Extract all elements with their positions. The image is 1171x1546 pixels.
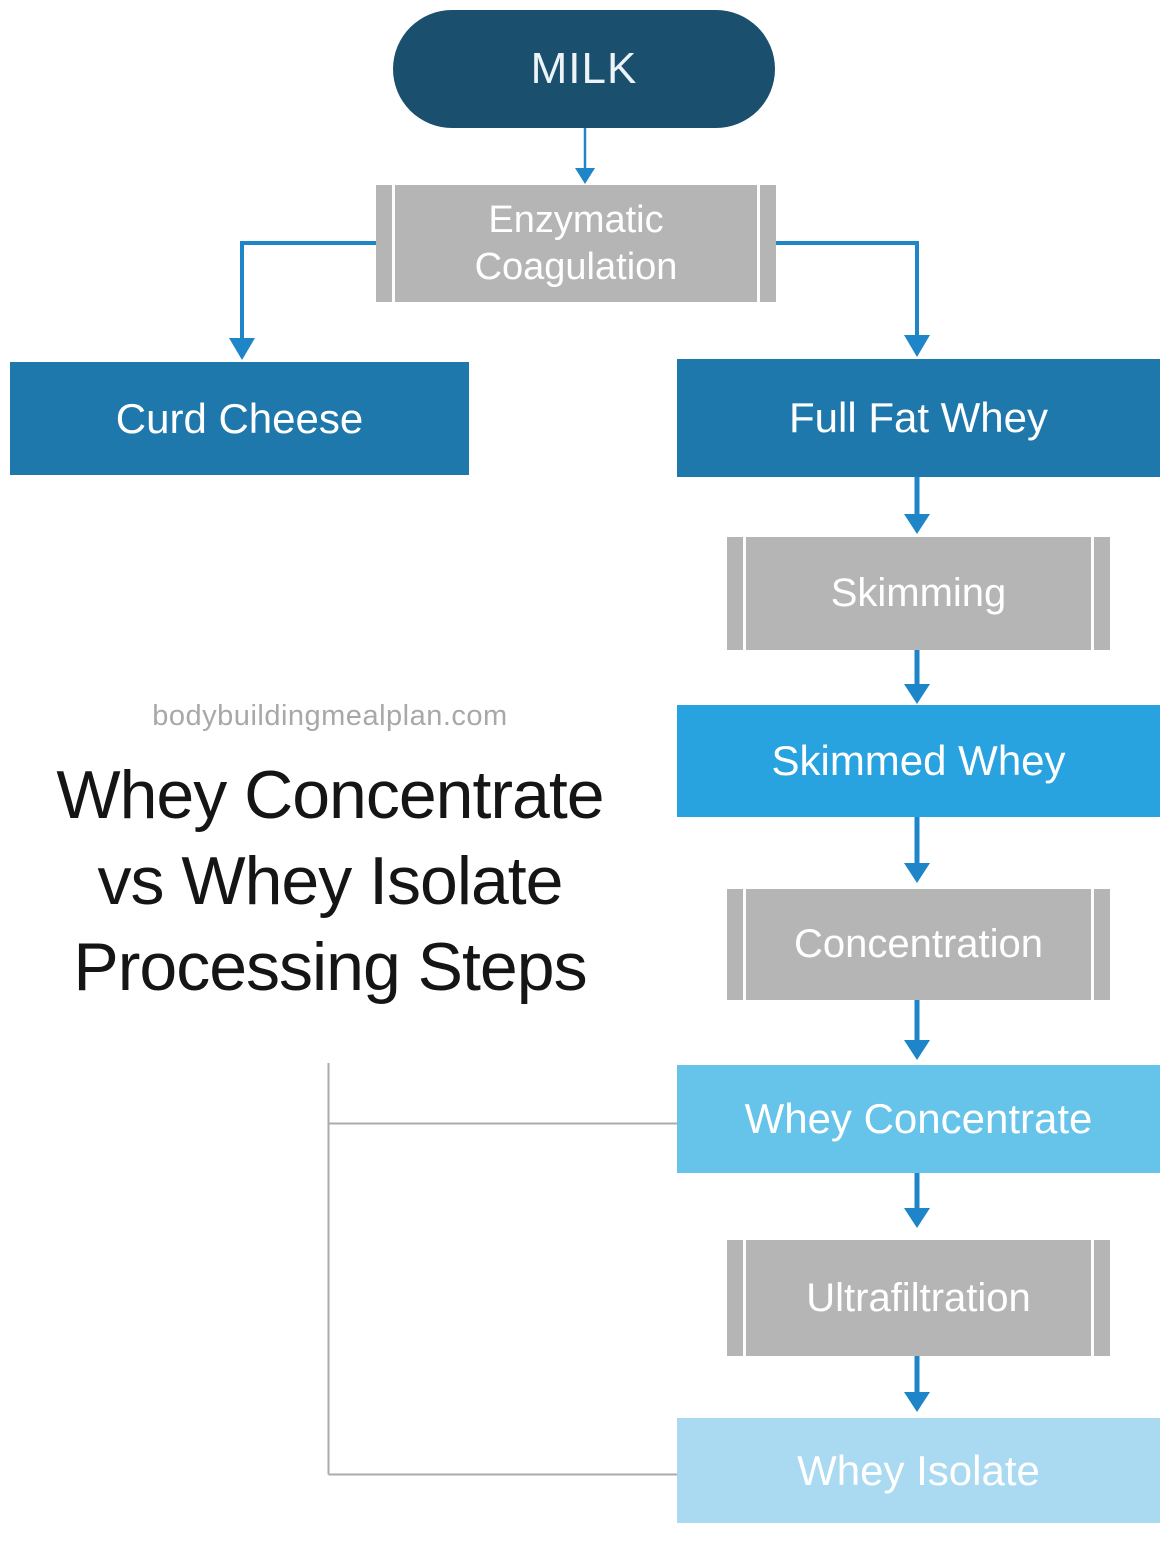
arrow-full-fat-whey-to-skimming <box>904 477 930 534</box>
arrow-milk-to-coagulation <box>575 128 595 184</box>
node-whey-concentrate: Whey Concentrate <box>677 1065 1160 1173</box>
arrow-concentration-to-whey-concentrate <box>904 1000 930 1060</box>
node-milk: MILK <box>393 10 775 128</box>
node-curd-cheese: Curd Cheese <box>10 362 469 475</box>
node-ultrafiltration-label: Ultrafiltration <box>806 1275 1031 1320</box>
node-curd-cheese-label: Curd Cheese <box>115 394 364 442</box>
arrow-skimmed-whey-to-concentration <box>904 817 930 883</box>
node-enzymatic-coagulation: Enzymatic Coagulation <box>376 185 776 302</box>
node-skimmed-whey-label: Skimmed Whey <box>771 737 1066 784</box>
arrow-whey-concentrate-to-ultrafiltration <box>904 1173 930 1228</box>
node-skimming-label: Skimming <box>830 571 1007 616</box>
node-full-fat-whey: Full Fat Whey <box>677 359 1160 477</box>
diagram-title-line2: vs Whey Isolate <box>97 843 564 919</box>
node-whey-isolate: Whey Isolate <box>677 1418 1160 1523</box>
node-concentration-label: Concentration <box>793 922 1044 967</box>
node-whey-concentrate-label: Whey Concentrate <box>744 1095 1093 1142</box>
node-concentration: Concentration <box>727 889 1110 1000</box>
node-enzymatic-coagulation-label: Enzymatic Coagulation <box>474 199 678 288</box>
diagram-title-line3: Processing Steps <box>73 929 587 1005</box>
node-skimmed-whey: Skimmed Whey <box>677 705 1160 817</box>
concentrate-isolate-bracket-line <box>327 1063 677 1476</box>
node-milk-label: MILK <box>530 44 638 93</box>
arrow-coagulation-to-full-fat-whey <box>776 241 930 357</box>
watermark: bodybuildingmealplan.com <box>152 700 508 732</box>
arrow-skimming-to-skimmed-whey <box>904 650 930 704</box>
diagram-title-line1: Whey Concentrate <box>56 757 604 833</box>
node-whey-isolate-label: Whey Isolate <box>797 1446 1040 1494</box>
arrow-coagulation-to-curd-cheese <box>229 241 376 360</box>
node-full-fat-whey-label: Full Fat Whey <box>788 394 1049 441</box>
node-ultrafiltration: Ultrafiltration <box>727 1240 1110 1356</box>
node-skimming: Skimming <box>727 537 1110 650</box>
diagram-title: Whey Concentrate vs Whey Isolate Process… <box>20 752 640 1010</box>
arrow-ultrafiltration-to-whey-isolate <box>904 1356 930 1412</box>
